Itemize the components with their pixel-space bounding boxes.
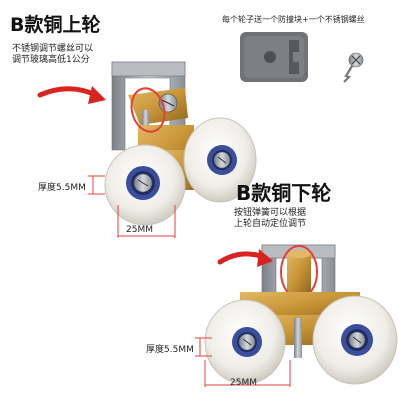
upper-title: B款铜上轮 (10, 14, 101, 36)
lower-title: B款铜下轮 (236, 181, 332, 205)
upper-note-line2: 调节玻璃高低1公分 (12, 55, 90, 65)
stainless-screw (343, 52, 364, 83)
lower-red-arrow-head (257, 249, 273, 267)
anti-collision-block (240, 32, 308, 82)
lower-note-line2: 上轮自动定位调节 (234, 219, 307, 229)
upper-thickness-callout (88, 175, 105, 195)
lower-thickness-callout (195, 337, 212, 357)
lower-width-label: 25MM (230, 378, 257, 388)
upper-wheel-assembly (104, 61, 257, 226)
lower-thickness-label: 厚度5.5MM (146, 345, 194, 355)
lower-note-line1: 按钮弹簧可以根据 (234, 208, 307, 218)
upper-red-arrow (37, 86, 101, 99)
lower-wheel-assembly (204, 244, 398, 385)
upper-width-label: 25MM (126, 225, 153, 235)
upper-thickness-label: 厚度5.5MM (38, 183, 86, 193)
upper-red-arrow-head (88, 86, 106, 104)
upper-width-callout (117, 205, 176, 238)
accessory-caption: 每个轮子送一个防撞块+一个不锈钢螺丝 (222, 15, 365, 24)
upper-note-line1: 不锈钢调节螺丝可以 (12, 44, 94, 54)
lower-width-callout (204, 360, 291, 387)
